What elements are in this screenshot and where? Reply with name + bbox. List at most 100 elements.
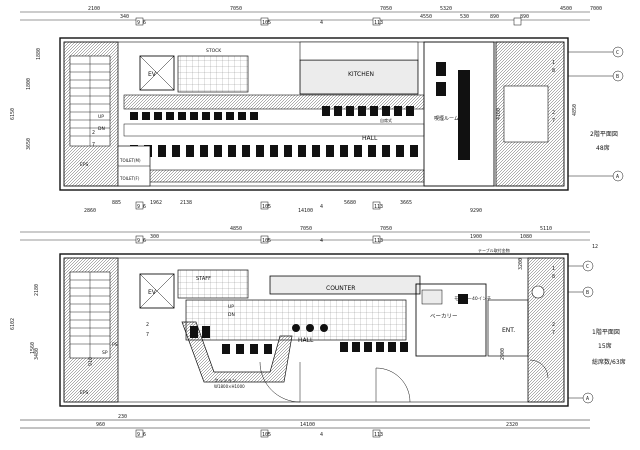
upper-grid-right-4: B — [616, 74, 619, 80]
ground-grid-bottom-2: 10 — [262, 432, 268, 438]
toilet-f-label: TOILET(F) — [119, 176, 140, 181]
ground-dim-top-0: 4850 — [230, 226, 242, 232]
smoking-room-label: 喫煙ルーム — [434, 115, 459, 122]
ground-grid-bottom-3: 5 — [268, 432, 271, 438]
upper-grid-top-1: 6 — [143, 20, 146, 26]
upper-dim-top-0: 2100 — [88, 6, 100, 12]
ground-dim-bottom-3: 2320 — [506, 422, 518, 428]
upper-dim-bottom-1: 885 — [112, 200, 121, 206]
upper-dim-top-7: 890 — [520, 14, 529, 20]
ground-grid-right-7: 12 — [592, 244, 598, 250]
upper-dim-bottom-0: 2860 — [84, 208, 96, 214]
staff-label: STAFF — [196, 276, 211, 282]
ground-floor-plan — [20, 231, 594, 438]
ground-grid-bottom-5: 11 — [374, 432, 380, 438]
upper-grid-bottom-5: 11 — [374, 204, 380, 210]
cushion-size-label: W1800×H1000 — [214, 384, 245, 389]
upper-grid-bottom-0: 9 — [137, 204, 140, 210]
ground-dim-left-0: 6102 — [10, 318, 16, 330]
upper-dn-label: DN — [98, 126, 105, 132]
sp-label: SP — [102, 350, 108, 356]
ground-grid-right-5: C — [586, 264, 589, 270]
ground-dim-bottom-0: 960 — [96, 422, 105, 428]
upper-grid-top-0: 9 — [137, 20, 140, 26]
ground-grid-left-1: 7 — [146, 332, 149, 338]
ground-grid-bottom-6: 3 — [380, 432, 383, 438]
upper-dim-right-1: 4850 — [572, 104, 578, 116]
self-seat-label: 自席式 — [380, 117, 392, 123]
ground-eps-label: EPS — [80, 390, 89, 396]
upper-dim-bottom-3: 2138 — [180, 200, 192, 206]
cushion-label: クッション — [214, 378, 237, 384]
upper-dim-bottom-5: 5680 — [344, 200, 356, 206]
ground-grid-right-2: 2 — [552, 322, 555, 328]
upper-ev-label: EV — [148, 71, 157, 78]
bakery-label: ベーカリー — [430, 313, 458, 320]
upper-grid-top-3: 5 — [268, 20, 271, 26]
upper-dim-bottom-4: 14100 — [298, 208, 313, 214]
ground-floor-title: 1階平面図 — [592, 328, 620, 336]
ground-grid-right-3: 7 — [552, 330, 555, 336]
upper-grid-top-4: 4 — [320, 20, 323, 26]
table-note-label: テーブル取付金物 — [478, 247, 510, 253]
upper-grid-top-5: 11 — [374, 20, 380, 26]
upper-grid-right-0: 1 — [552, 60, 555, 66]
ground-dim-bottom-2: 14100 — [300, 422, 315, 428]
ground-up-label: UP — [228, 304, 234, 310]
ground-grid-bottom-0: 9 — [137, 432, 140, 438]
upper-grid-left-0: 2 — [92, 130, 95, 136]
ground-grid-right-1: 8 — [552, 274, 555, 280]
upper-dim-top-5: 530 — [460, 14, 469, 20]
ground-dim-top-1: 300 — [150, 234, 159, 240]
upper-dim-bottom-7: 9290 — [470, 208, 482, 214]
upper-grid-bottom-6: 3 — [380, 204, 383, 210]
ground-grid-top-5: 11 — [374, 238, 380, 244]
upper-hall-label: HALL — [362, 135, 378, 142]
counter-label: COUNTER — [326, 285, 355, 292]
upper-grid-right-3: 7 — [552, 118, 555, 124]
ground-dim-bottom-1: 230 — [118, 414, 127, 420]
ground-grid-left-0: 2 — [146, 322, 149, 328]
ground-grid-top-3: 5 — [268, 238, 271, 244]
upper-dim-top-10: 7000 — [590, 6, 602, 12]
upper-grid-top-2: 10 — [262, 20, 268, 26]
ground-grid-right-4: B — [586, 290, 589, 296]
upper-grid-bottom-2: 10 — [262, 204, 268, 210]
ground-dim-left-4: 910 — [88, 357, 94, 366]
upper-dim-top-4: 4550 — [420, 14, 432, 20]
total-seats: 総席数/63席 — [592, 358, 626, 366]
upper-dim-left-0: 6150 — [10, 108, 16, 120]
ground-dim-top-2: 7050 — [300, 226, 312, 232]
upper-dim-top-9: 4500 — [560, 6, 572, 12]
ground-floor-seats: 15席 — [598, 342, 612, 350]
ground-grid-right-0: 1 — [552, 266, 555, 272]
ground-grid-bottom-1: 6 — [143, 432, 146, 438]
ps-label: PS — [112, 342, 118, 348]
ground-dim-left-3: 1560 — [30, 342, 36, 354]
ground-dn-label: DN — [228, 312, 235, 318]
ground-grid-top-6: 3 — [380, 238, 383, 244]
upper-dim-left-2: 3650 — [26, 138, 32, 150]
upper-dim-top-3: 7050 — [380, 6, 392, 12]
entrance-label: ENT. — [502, 327, 515, 334]
upper-dim-left-1: 1800 — [26, 78, 32, 90]
upper-eps-label: EPS — [80, 162, 89, 168]
ground-dim-left-2: 2180 — [34, 284, 40, 296]
upper-dim-top-2: 7050 — [230, 6, 242, 12]
ground-grid-top-0: 9 — [137, 238, 140, 244]
upper-grid-bottom-1: 6 — [143, 204, 146, 210]
upper-up-label: UP — [98, 114, 104, 120]
upper-floor-plan — [20, 11, 624, 210]
kitchen-label: KITCHEN — [348, 71, 374, 78]
upper-floor-seats: 48席 — [596, 144, 610, 152]
upper-dim-top-8: 5320 — [440, 6, 452, 12]
upper-grid-top-6: 3 — [380, 20, 383, 26]
ground-dim-top-4: 1900 — [470, 234, 482, 240]
ground-grid-right-6: A — [586, 396, 589, 402]
upper-floor-title: 2階平面図 — [590, 130, 618, 138]
upper-dim-bottom-6: 3665 — [400, 200, 412, 206]
toilet-m-label: TOILET(M) — [119, 158, 141, 163]
upper-dim-right-0: 4160 — [496, 108, 502, 120]
upper-grid-left-1: 7 — [92, 142, 95, 148]
